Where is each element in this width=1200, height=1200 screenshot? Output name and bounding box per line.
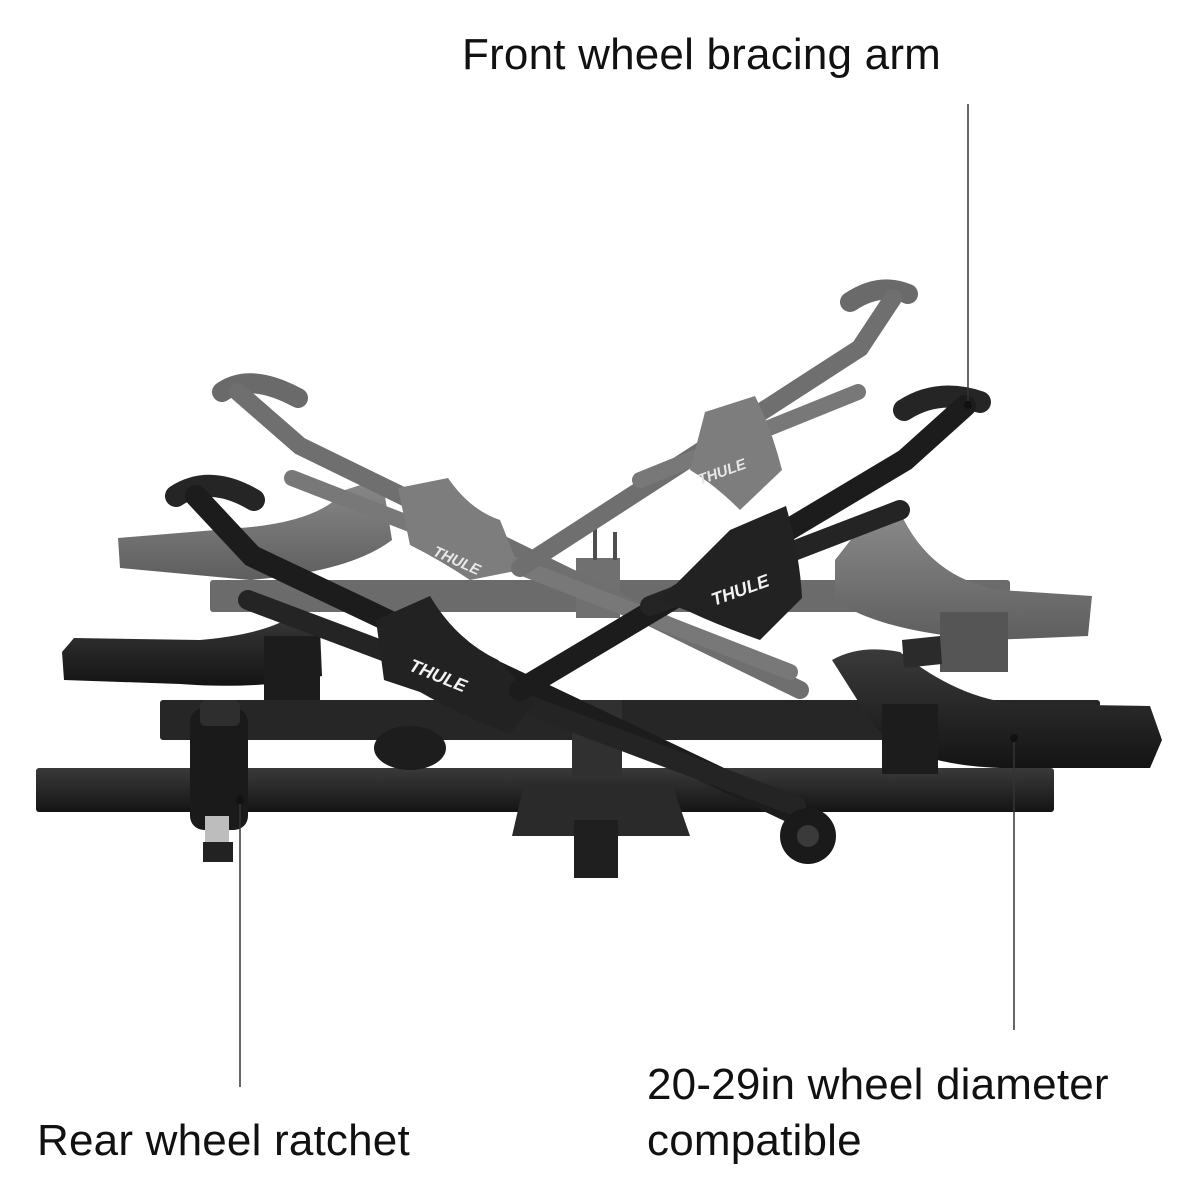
rear-wheel-ratchet <box>190 700 248 862</box>
leader-dot-ratchet <box>236 796 244 804</box>
dark-arm-left-wheel-hub <box>797 825 819 847</box>
leader-dot-front-arm <box>964 401 972 409</box>
grey-arm-right-clamp <box>690 396 782 510</box>
dark-arm-left-pivot <box>374 726 446 770</box>
ratchet-strap-body <box>190 708 248 830</box>
grey-arm-right-tube <box>511 289 902 577</box>
dark-arm-right-clamp <box>660 506 802 640</box>
grey-left-wheel-tray <box>118 478 392 580</box>
grey-arm-left-clamp <box>398 478 520 580</box>
callout-rear-wheel-ratchet: Rear wheel ratchet <box>37 1116 410 1165</box>
right-tray-strap-housing <box>902 636 942 668</box>
front-wheel-bracing-arm-grey-left: THULE <box>212 373 809 699</box>
callout-front-wheel-bracing-arm: Front wheel bracing arm <box>462 30 942 79</box>
right-wheel-tray <box>832 636 1162 774</box>
callout-wheel-diameter-line2: compatible <box>647 1116 862 1165</box>
left-tray-mount <box>264 636 320 700</box>
leader-dot-wheel-diameter <box>1010 734 1018 742</box>
grey-right-wheel-tray <box>835 512 1092 640</box>
grey-arm-left-hook <box>212 373 308 408</box>
front-wheel-bracing-arm-left: THULE <box>165 475 836 864</box>
callout-wheel-diameter-line1: 20-29in wheel diameter <box>647 1060 1109 1109</box>
right-tray-mount <box>882 704 938 774</box>
callout-wheel-diameter: 20-29in wheel diameter compatible <box>647 1057 1109 1169</box>
left-tray-cradle <box>62 612 322 686</box>
ratchet-release-tab <box>205 816 229 846</box>
front-wheel-bracing-arm-grey-right: THULE <box>511 279 918 577</box>
grey-arm-right-hook <box>840 279 918 312</box>
grey-arm-left-tube-2 <box>284 470 798 680</box>
front-wheel-bracing-arm-right: THULE <box>509 385 991 701</box>
ratchet-lower <box>203 842 233 862</box>
dark-arm-left-clamp <box>376 596 536 734</box>
dark-arm-left-hook <box>165 475 265 511</box>
hitch-mount-plate <box>512 784 690 836</box>
rear-tray-assembly-grey <box>118 478 1092 672</box>
ratchet-knob <box>200 700 240 726</box>
grey-tray-base-right <box>940 612 1008 672</box>
left-wheel-tray <box>62 612 322 700</box>
hitch-receiver-tube <box>574 820 618 878</box>
